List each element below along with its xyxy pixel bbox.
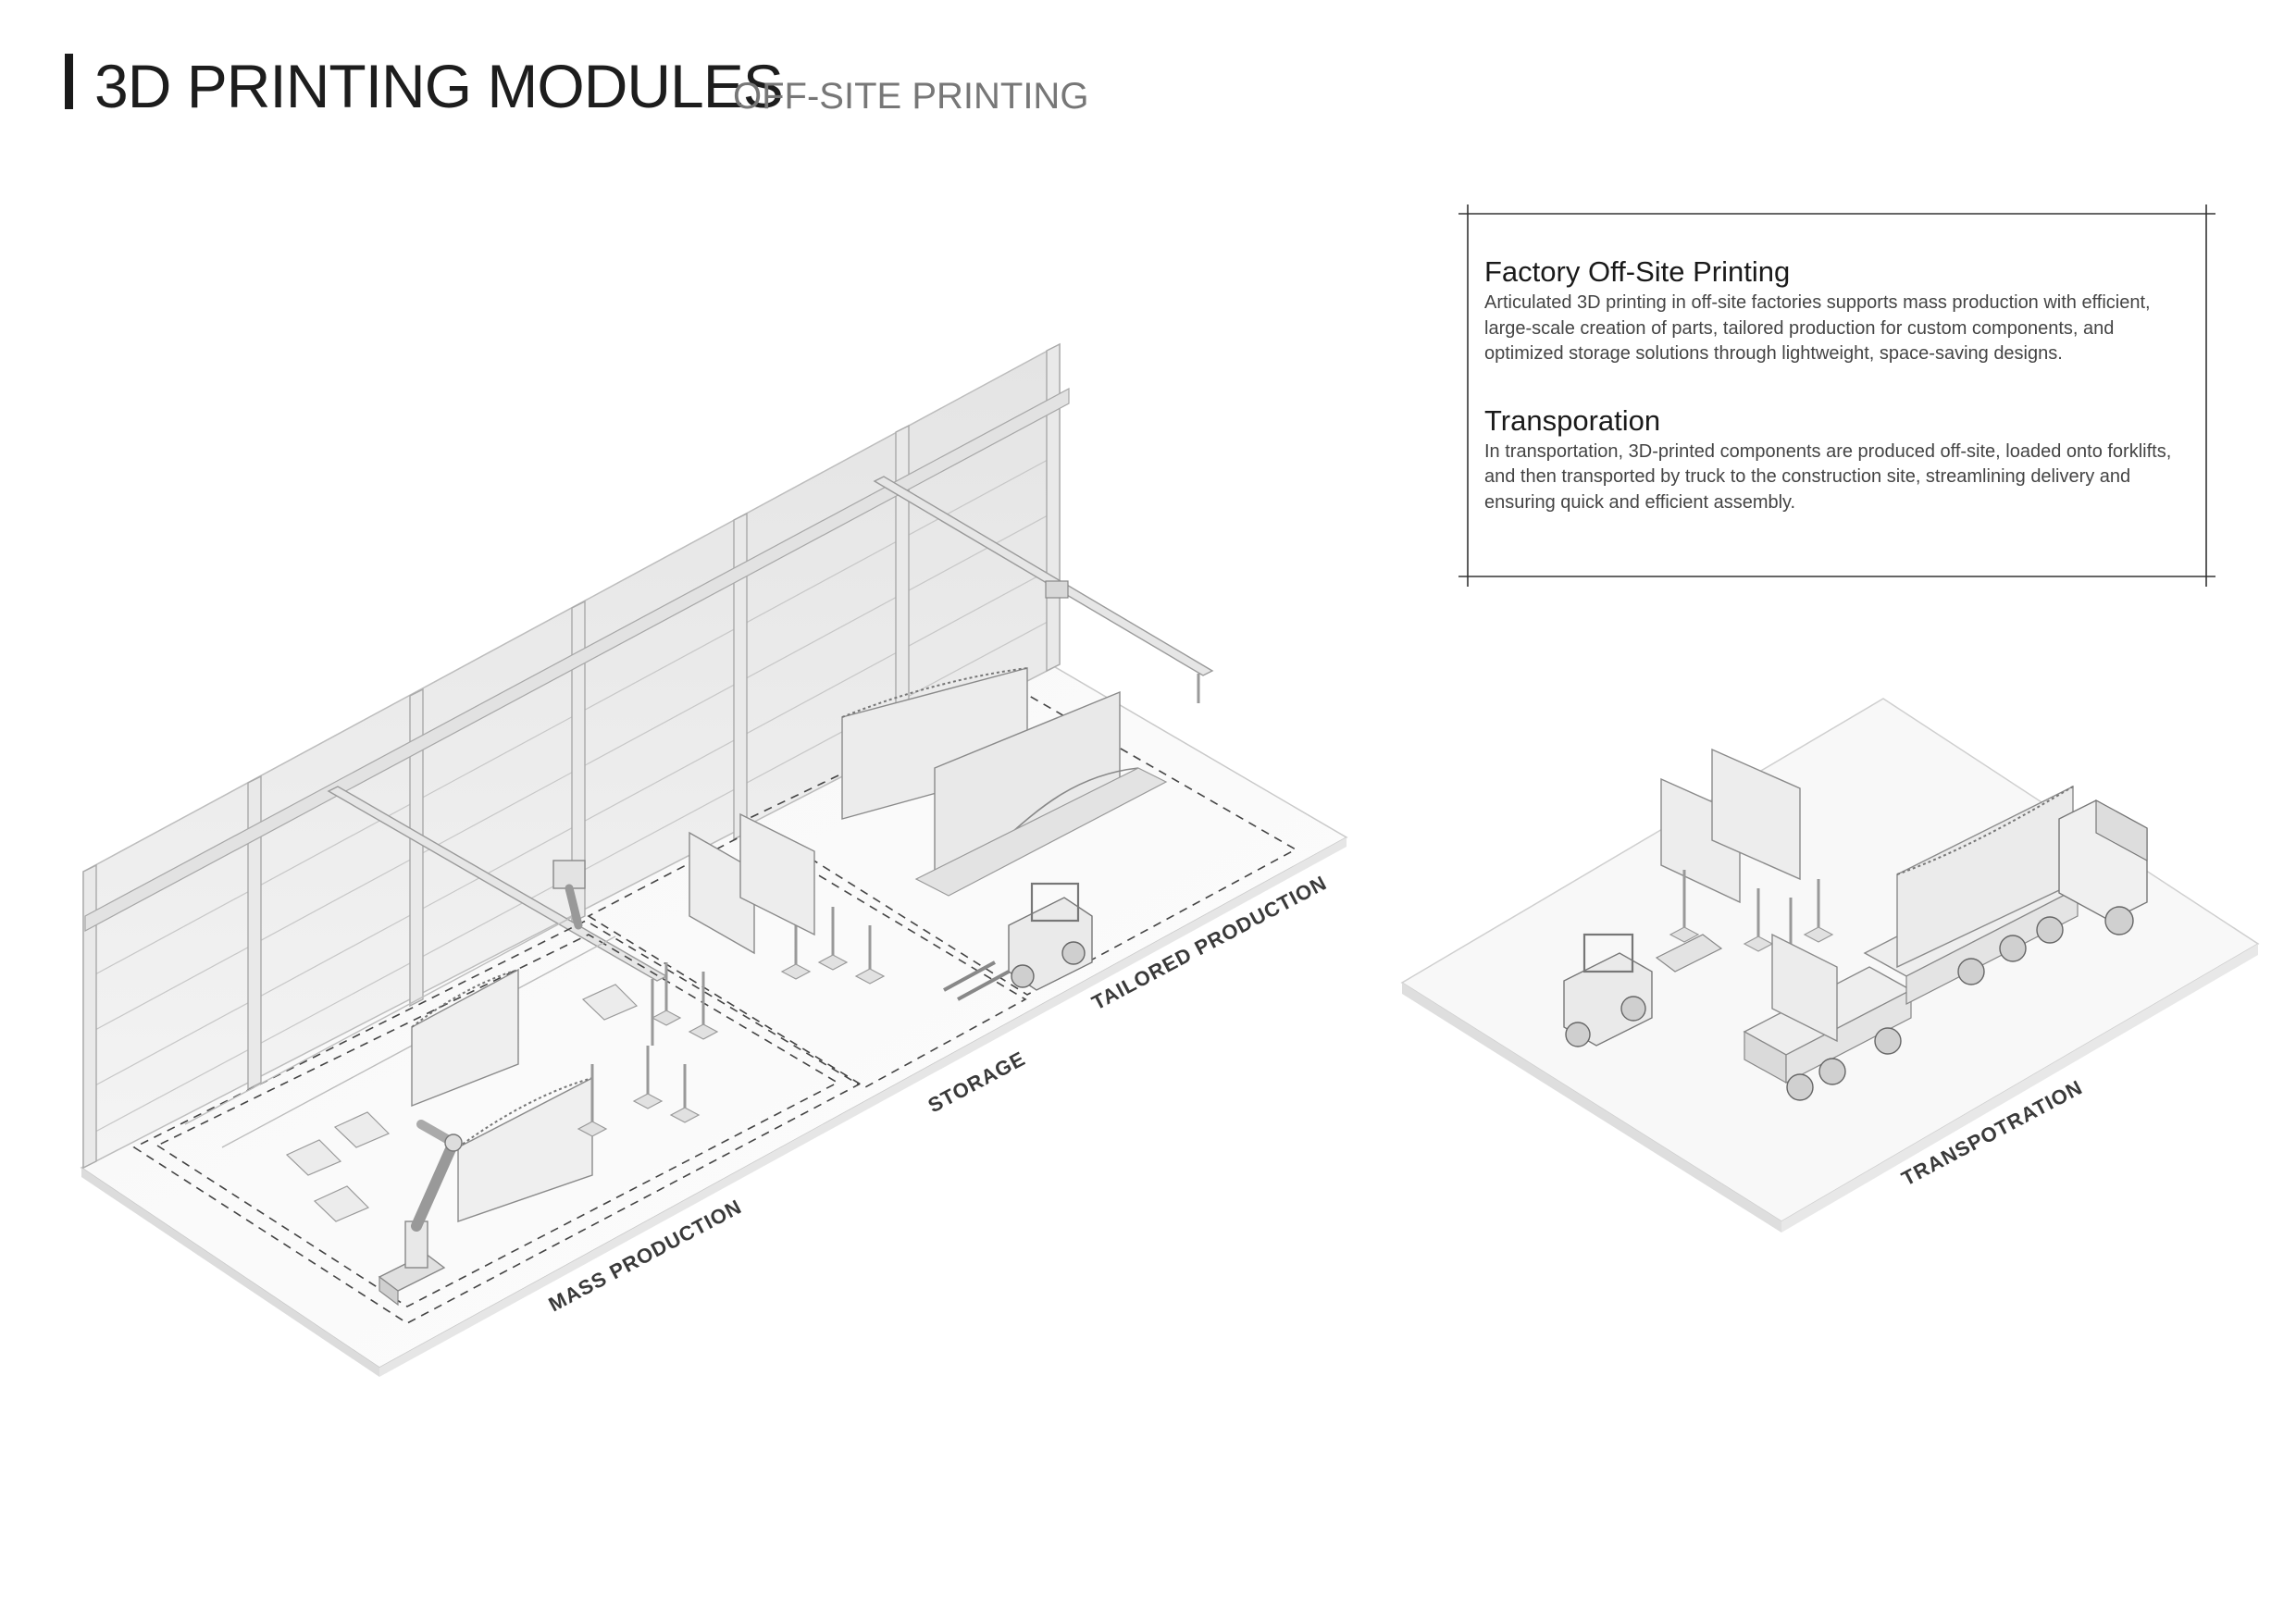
transport-platform (1400, 698, 2260, 1222)
section-body: Articulated 3D printing in off-site fact… (1484, 292, 2151, 364)
info-panel: Factory Off-Site Printing Articulated 3D… (1484, 255, 2174, 552)
wall-top-beam (84, 387, 1070, 933)
transportation-model: TRANSPOTRATION (1400, 698, 2260, 1233)
page-subtitle: OFF-SITE PRINTING (733, 76, 1089, 117)
stand-bases (577, 954, 886, 1137)
info-section-transportation: Transporation In transportation, 3D-prin… (1484, 404, 2174, 516)
info-section-factory: Factory Off-Site Printing Articulated 3D… (1484, 255, 2174, 367)
printed-wall-mass-2 (457, 1076, 593, 1222)
truck-icon (1743, 785, 2148, 1101)
transport-walls (1660, 748, 1801, 904)
floor-tiles (285, 984, 639, 1222)
section-body: In transportation, 3D-printed components… (1484, 440, 2172, 513)
factory-floor-edge (81, 1168, 379, 1377)
robot-arm-icon (378, 1120, 463, 1307)
transport-stands (1682, 870, 1820, 953)
transport-platform-edge-right (1781, 944, 2258, 1233)
section-heading: Factory Off-Site Printing (1484, 255, 1791, 288)
transport-platform-edge (1402, 983, 1781, 1233)
forklift-icon (943, 882, 1093, 1001)
page-title: 3D PRINTING MODULES (94, 52, 784, 120)
wall-columns (82, 342, 1061, 1170)
gantry-robot-icon (552, 860, 586, 930)
factory-floor-edge-right (379, 837, 1347, 1377)
printed-wall-mass-1 (411, 968, 519, 1108)
transport-forklift-icon (1563, 933, 1723, 1047)
section-heading: Transporation (1484, 403, 1661, 437)
title-accent-bar (65, 54, 73, 109)
printed-wall-tailored-2 (914, 690, 1168, 897)
printed-wall-storage (689, 812, 815, 955)
info-panel-frame (1453, 199, 2221, 592)
factory-model: MASS PRODUCTION STORAGE TAILORED PRODUCT… (80, 342, 1348, 1377)
